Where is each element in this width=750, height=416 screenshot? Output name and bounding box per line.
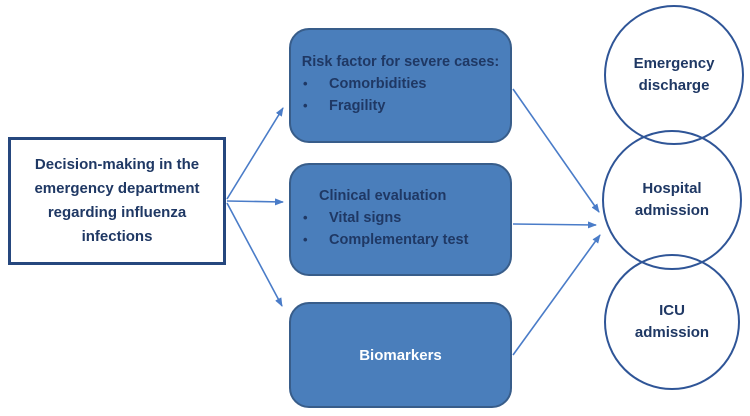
bullet-item: • Complementary test: [291, 229, 510, 251]
bullet-item-label: Complementary test: [329, 232, 469, 248]
bullet-icon: •: [303, 232, 308, 247]
bullet-item: • Comorbidities: [291, 73, 510, 95]
circle-label: Emergency discharge: [633, 55, 715, 94]
box-risk-factors: Risk factor for severe cases: • Comorbid…: [289, 28, 512, 143]
bullet-icon: •: [303, 76, 308, 91]
bullet-item-label: Fragility: [329, 98, 386, 114]
source-box-label: Decision-making in the emergency departm…: [34, 156, 200, 245]
bullet-item-label: Comorbidities: [329, 76, 427, 92]
box-clinical-title: Clinical evaluation: [319, 188, 447, 204]
bullet-item-label: Vital signs: [329, 210, 402, 226]
box-clinical-evaluation: Clinical evaluation • Vital signs • Comp…: [289, 163, 512, 276]
bullet-item: • Fragility: [291, 95, 510, 117]
source-box-decision-making: Decision-making in the emergency departm…: [8, 137, 226, 265]
bullet-icon: •: [303, 98, 308, 113]
circle-hospital-admission: Hospital admission: [602, 130, 742, 270]
circle-icu-admission: ICU admission: [604, 254, 740, 390]
box-biomarkers-title: Biomarkers: [359, 346, 442, 364]
circle-label: ICU admission: [634, 302, 710, 341]
circle-emergency-discharge: Emergency discharge: [604, 5, 744, 145]
arrow-risk-to-hospital: [512, 88, 600, 213]
arrow-biomarkers-to-hospital: [512, 234, 601, 356]
arrow-clinical-to-hospital: [512, 221, 597, 229]
bullet-icon: •: [303, 210, 308, 225]
arrow-source-to-risk: [226, 107, 284, 200]
bullet-item: • Vital signs: [291, 207, 510, 229]
box-risk-title: Risk factor for severe cases:: [301, 54, 500, 70]
box-biomarkers: Biomarkers: [289, 302, 512, 408]
circle-label: Hospital admission: [634, 180, 710, 219]
arrow-source-to-clinical: [226, 198, 284, 206]
arrow-source-to-biomarkers: [226, 202, 283, 307]
